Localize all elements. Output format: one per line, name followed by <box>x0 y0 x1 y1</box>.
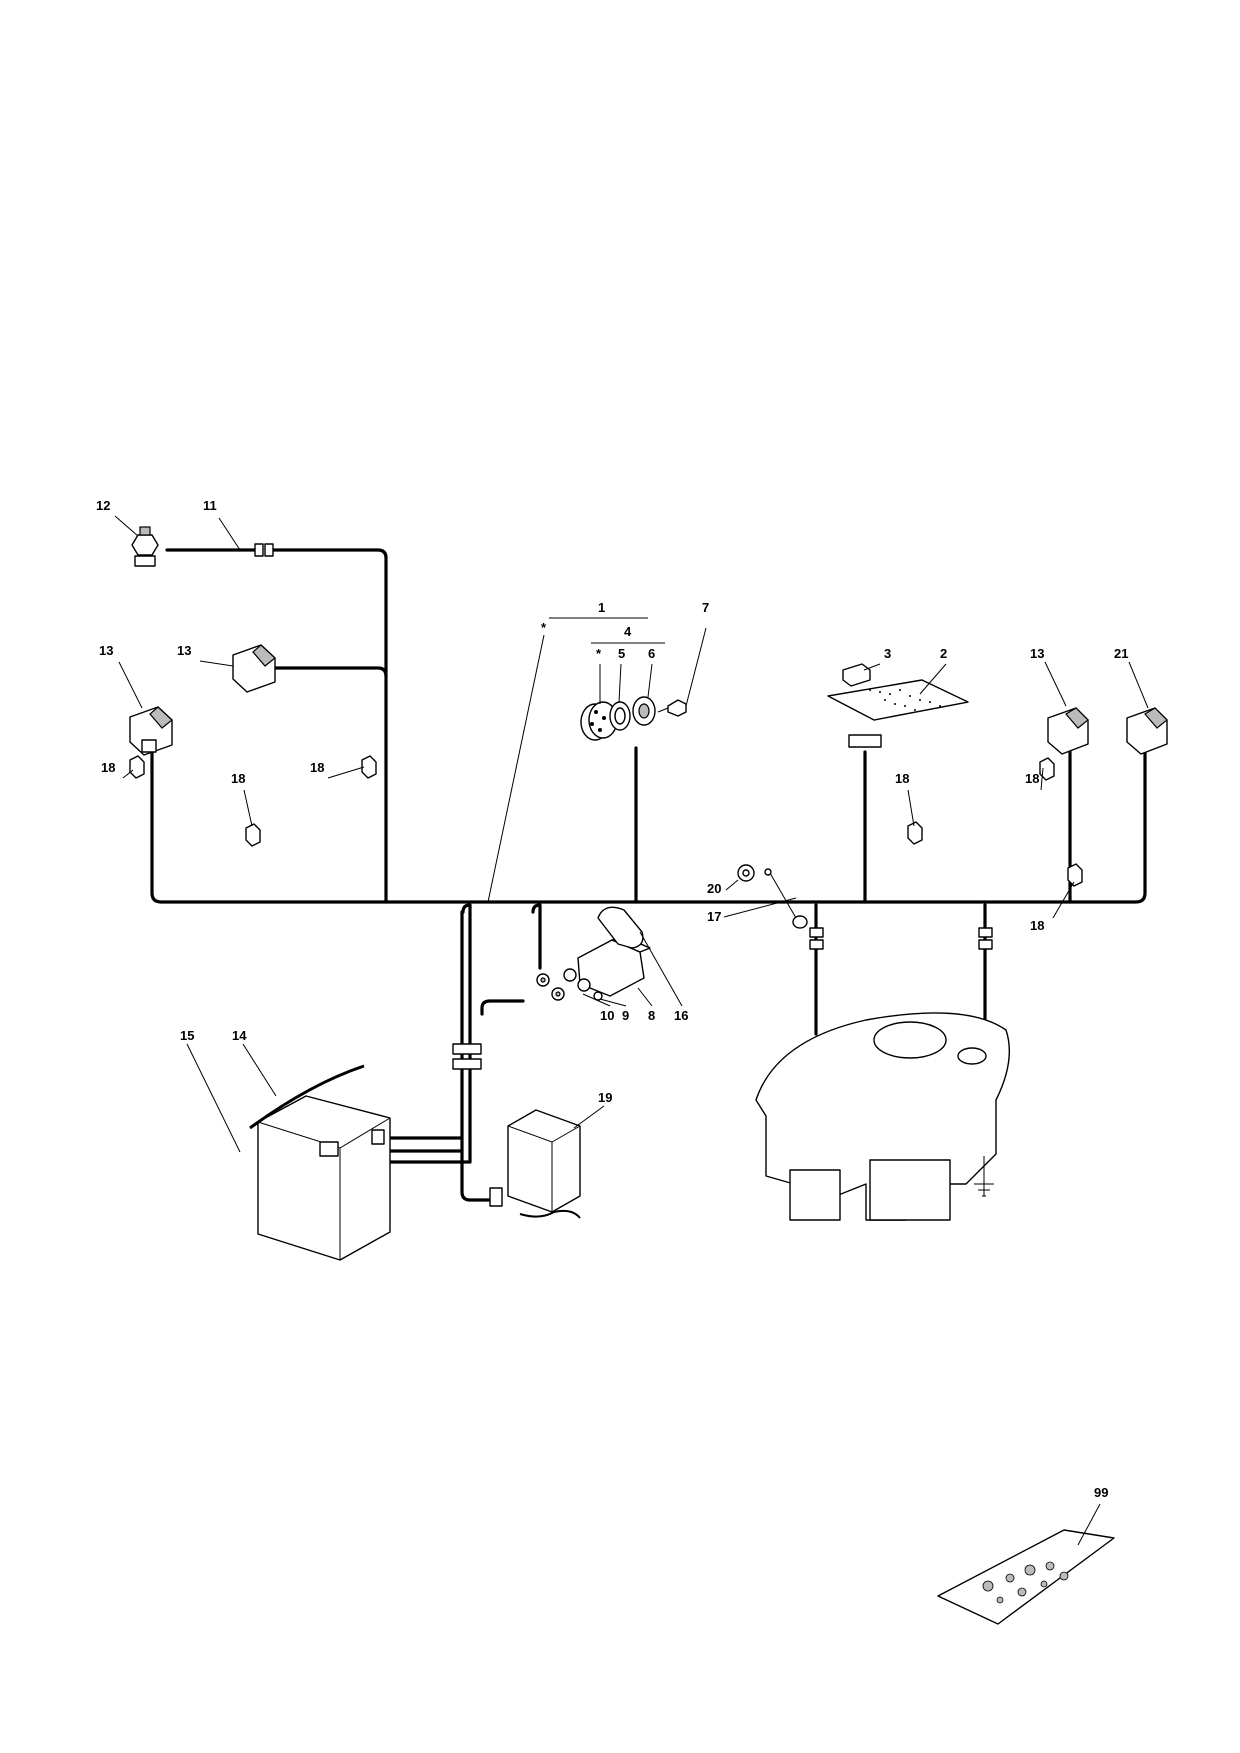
callout-4-star: * <box>596 646 602 661</box>
pressure-switch-icon <box>131 526 159 567</box>
ground-spring-icon <box>764 868 808 929</box>
callout-1: 1 <box>598 600 605 615</box>
rocker-switch-icon <box>232 644 276 693</box>
callout-9: 9 <box>622 1008 629 1023</box>
callout-12: 12 <box>96 498 110 513</box>
callout-labels: 12 11 13 13 18 18 18 1 * 4 * 5 6 7 3 2 1… <box>96 498 1128 1500</box>
callout-18-f: 18 <box>1030 918 1044 933</box>
rocker-switch-icon <box>1126 707 1168 755</box>
callout-18-e: 18 <box>1025 771 1039 786</box>
callout-17: 17 <box>707 909 721 924</box>
callout-10: 10 <box>600 1008 614 1023</box>
hardware-bag-icon <box>937 1529 1115 1625</box>
callout-19: 19 <box>598 1090 612 1105</box>
callout-13-middle: 13 <box>177 643 191 658</box>
battery-icon <box>249 1064 391 1261</box>
callout-18-b: 18 <box>231 771 245 786</box>
callout-18-c: 18 <box>310 760 324 775</box>
callout-18-a: 18 <box>101 760 115 775</box>
engine-icon <box>755 1012 1011 1221</box>
callout-21: 21 <box>1114 646 1128 661</box>
relay-icon <box>842 663 871 687</box>
callout-8: 8 <box>648 1008 655 1023</box>
callout-7: 7 <box>702 600 709 615</box>
screw-icon <box>593 991 603 1001</box>
circuit-board-icon <box>827 679 969 721</box>
callout-2: 2 <box>940 646 947 661</box>
cable-clip-icon <box>129 755 1083 887</box>
rocker-switch-icon <box>129 706 173 756</box>
nut-icon <box>536 973 565 1001</box>
callout-1-star: * <box>541 620 547 635</box>
callout-3: 3 <box>884 646 891 661</box>
callout-4: 4 <box>624 624 632 639</box>
callout-18-d: 18 <box>895 771 909 786</box>
callout-13-right: 13 <box>1030 646 1044 661</box>
connector <box>254 543 993 1207</box>
switch-nut-icon <box>609 701 631 731</box>
ignition-switch-icon <box>580 701 618 741</box>
callout-6: 6 <box>648 646 655 661</box>
callout-11: 11 <box>203 498 217 513</box>
ring-nut-icon <box>632 696 656 726</box>
callout-99: 99 <box>1094 1485 1108 1500</box>
washer-icon <box>737 864 755 882</box>
rocker-switch-icon <box>1047 707 1089 755</box>
callout-13-left: 13 <box>99 643 113 658</box>
leader-lines <box>114 515 1149 1546</box>
ignition-key-icon <box>657 699 687 717</box>
callout-16: 16 <box>674 1008 688 1023</box>
battery-charger-icon <box>507 1109 581 1219</box>
wiring-harness <box>150 548 1147 1202</box>
terminal-cover-icon <box>597 906 644 949</box>
callout-5: 5 <box>618 646 625 661</box>
callout-15: 15 <box>180 1028 194 1043</box>
callout-20: 20 <box>707 881 721 896</box>
callout-14: 14 <box>232 1028 247 1043</box>
